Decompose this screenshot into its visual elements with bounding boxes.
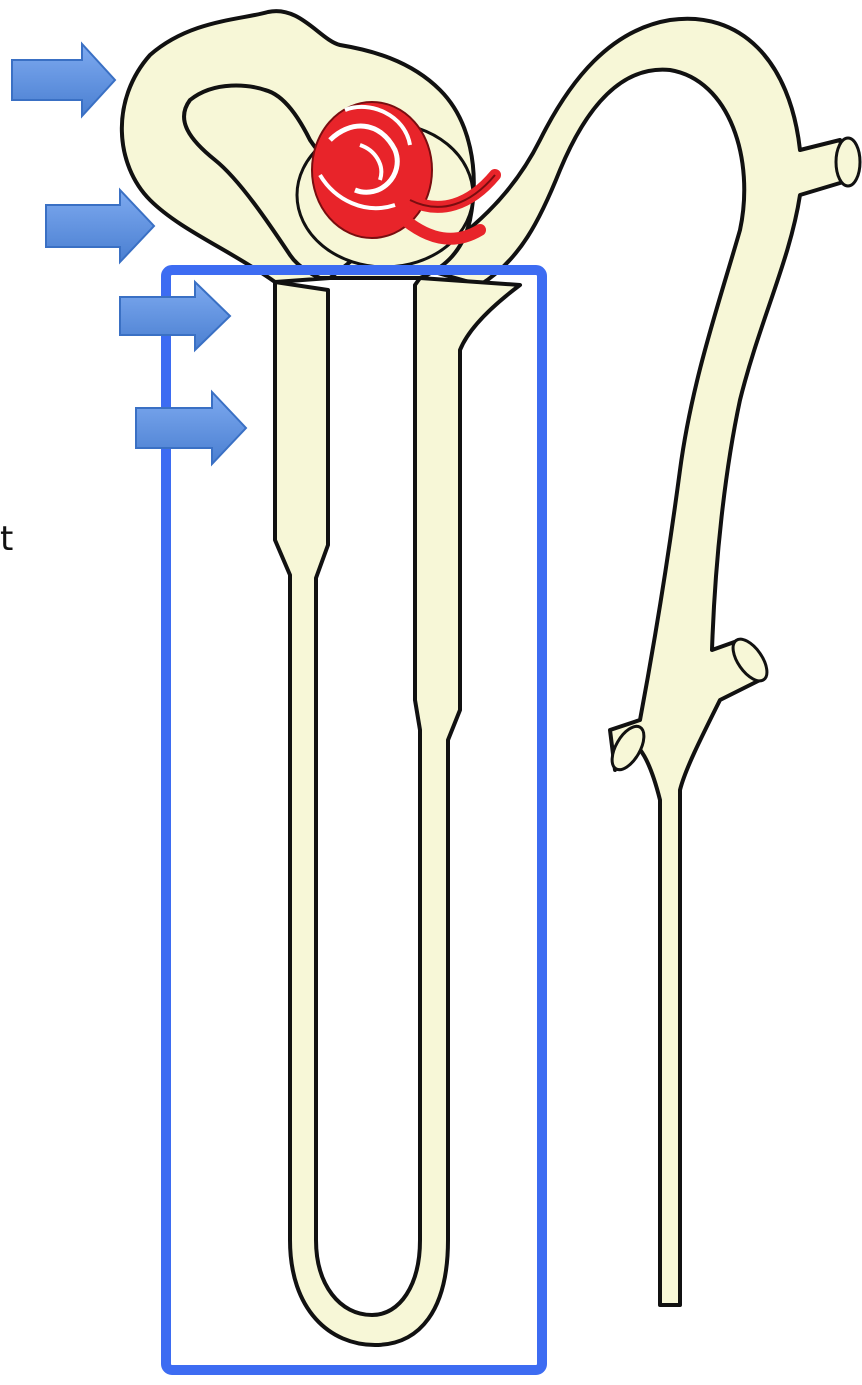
collecting-duct bbox=[420, 19, 850, 1305]
right-arrow-icon bbox=[12, 44, 115, 116]
right-arrow-icon bbox=[46, 190, 154, 262]
loop-of-henle bbox=[275, 278, 520, 1345]
duct-branch-top bbox=[836, 138, 860, 186]
clipped-text-fragment: t bbox=[0, 522, 13, 556]
right-arrow-icon bbox=[136, 392, 246, 464]
right-arrow-icon bbox=[120, 282, 230, 350]
